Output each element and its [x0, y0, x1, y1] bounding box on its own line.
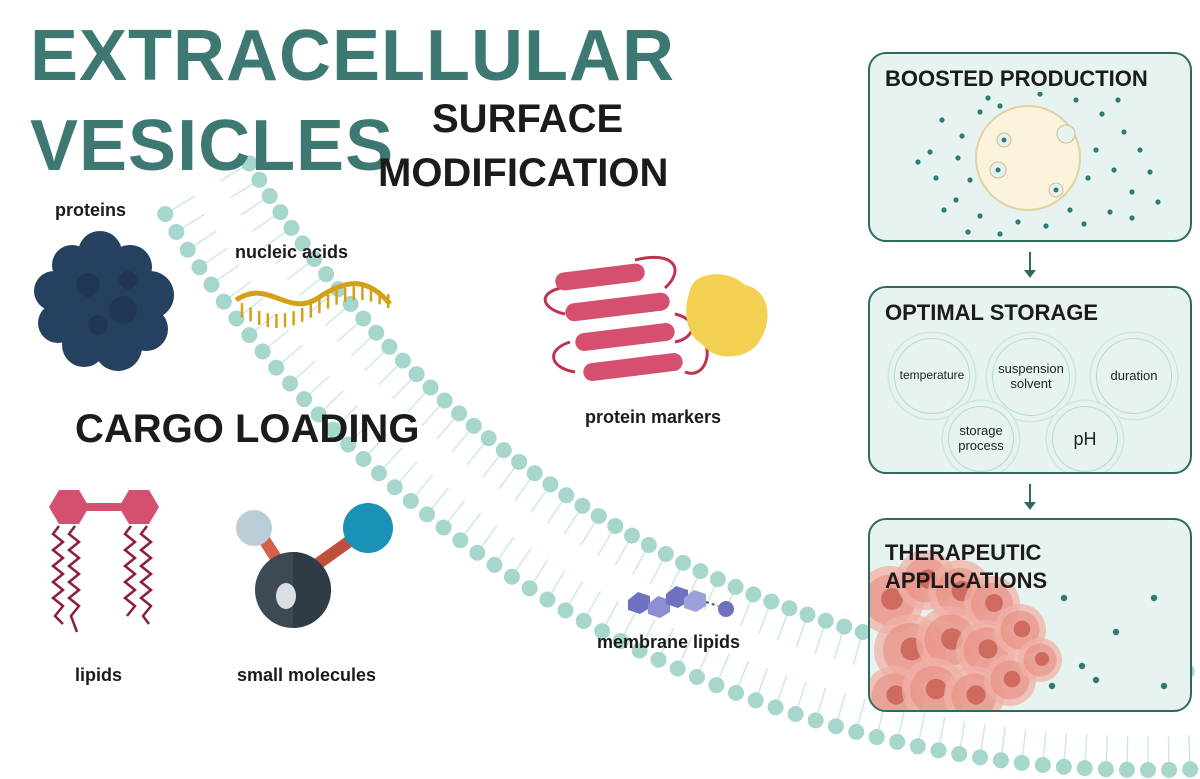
panel-boosted-production: BOOSTED PRODUCTION	[868, 52, 1192, 242]
panel-therapeutic-applications: THERAPEUTIC APPLICATIONS	[868, 518, 1192, 712]
membrane-lipid-icon	[628, 586, 734, 618]
membrane-label-protein-markers: protein markers	[585, 407, 722, 427]
title-line-1: EXTRACELLULAR	[30, 16, 675, 96]
small-molecule-icon	[236, 503, 393, 628]
title-line-2: VESICLES	[30, 106, 395, 186]
cargo-label-proteins: proteins	[55, 200, 127, 220]
storage-factor-duration: duration	[1096, 338, 1172, 414]
panel-title-storage: OPTIMAL STORAGE	[885, 300, 1099, 325]
panel-optimal-storage: OPTIMAL STORAGE temperature suspension s…	[868, 286, 1192, 474]
panel-title-therapeutic-1: THERAPEUTIC	[885, 540, 1042, 565]
cargo-heading: CARGO LOADING	[75, 407, 420, 451]
surface-heading-line-2: MODIFICATION	[378, 151, 669, 195]
membrane-label-membrane-lipids: membrane lipids	[597, 632, 741, 652]
storage-factor-suspension-solvent: suspension solvent	[992, 338, 1070, 416]
arrow-production-to-storage	[1024, 252, 1036, 278]
surface-heading-line-1: SURFACE	[432, 97, 624, 141]
storage-factor-ph: pH	[1052, 406, 1118, 472]
protein-blob-icon	[34, 231, 174, 371]
cargo-label-lipids: lipids	[75, 665, 123, 685]
protein-marker-icon	[543, 255, 768, 381]
cargo-label-small-molecules: small molecules	[237, 665, 377, 685]
panel-title-therapeutic-2: APPLICATIONS	[885, 568, 1048, 593]
storage-factor-temperature: temperature	[894, 338, 970, 414]
cargo-label-nucleic-acids: nucleic acids	[235, 242, 349, 262]
vesicle-production-illustration	[915, 92, 1161, 237]
cell-cluster-illustration	[870, 550, 1168, 710]
nucleic-acid-icon	[234, 281, 392, 328]
arrow-storage-to-therapeutic	[1024, 484, 1036, 510]
lipid-icon	[49, 490, 159, 633]
panel-title-production: BOOSTED PRODUCTION	[885, 66, 1148, 91]
storage-factor-storage-process: storage process	[948, 406, 1014, 472]
